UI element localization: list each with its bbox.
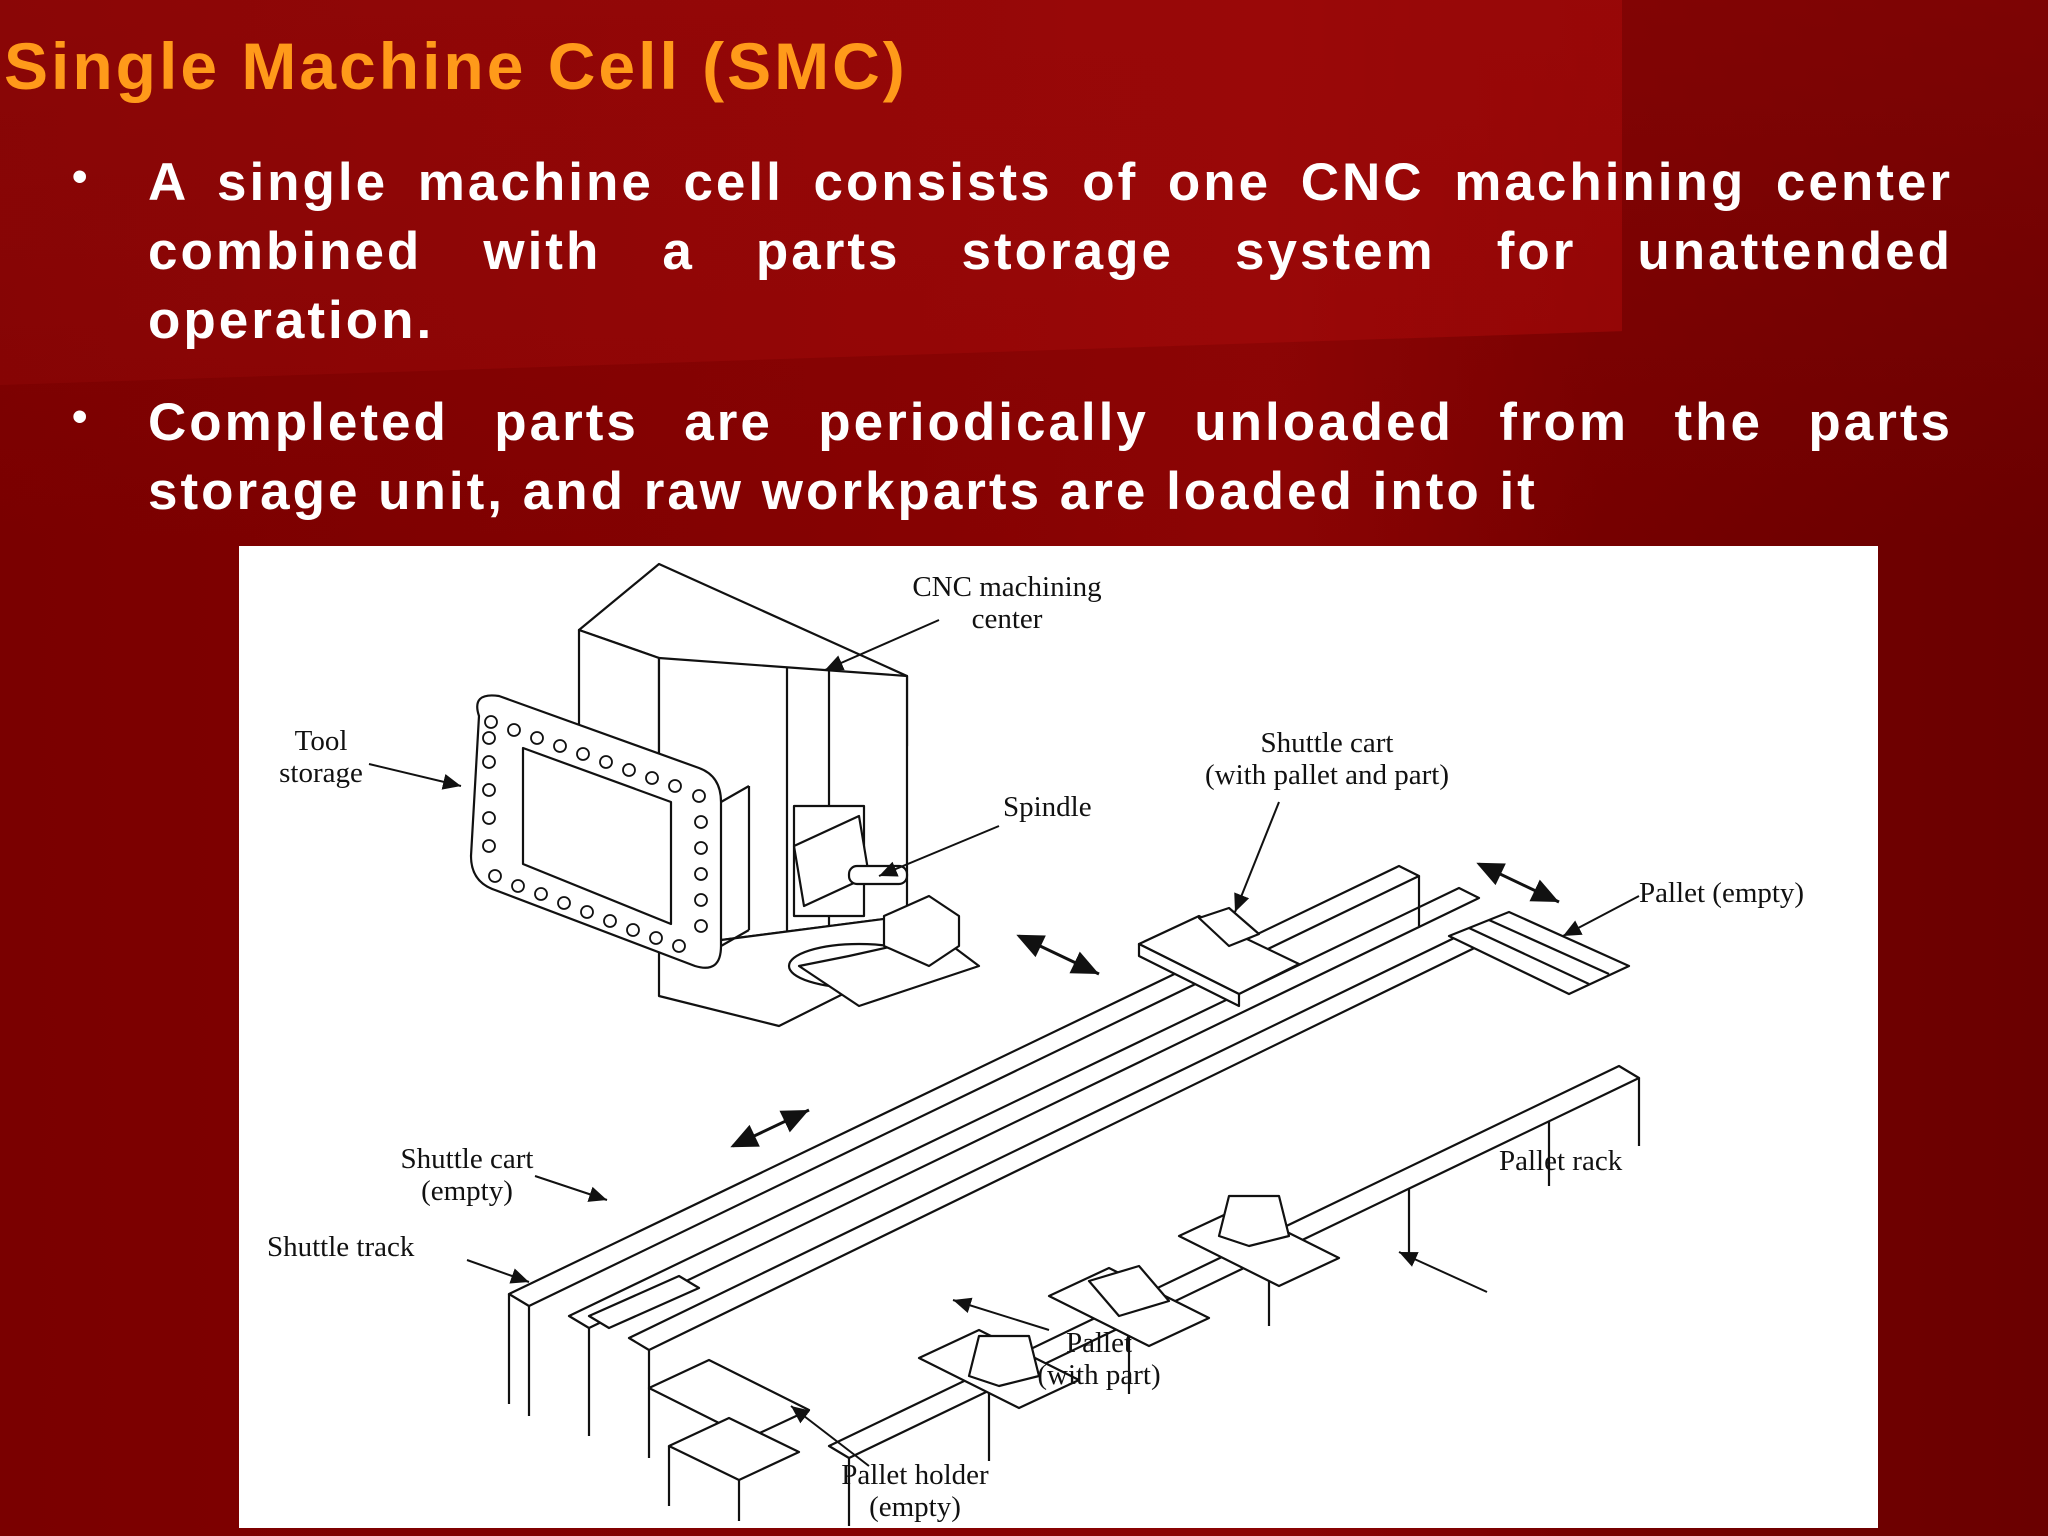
slide-header-panel: [0, 0, 1622, 385]
label-pallet-holder-line1: Pallet holder: [841, 1459, 989, 1491]
label-cnc-line1: CNC machining: [912, 571, 1101, 603]
label-tool-line2: storage: [279, 757, 363, 789]
label-tool-line1: Tool: [295, 725, 348, 757]
label-shuttle-loaded-line1: Shuttle cart: [1261, 727, 1394, 759]
label-shuttle-empty-line1: Shuttle cart: [401, 1143, 534, 1175]
label-cnc-line2: center: [972, 603, 1043, 635]
tool-storage: [469, 694, 751, 969]
smc-illustration: CNC machining center Tool storage Spindl…: [267, 562, 1804, 1526]
bullet-marker: •: [72, 152, 88, 201]
bullet-text: Completed parts are periodically unloade…: [148, 393, 1953, 521]
label-pallet-rack: Pallet rack: [1499, 1145, 1623, 1177]
smc-diagram: CNC machining center Tool storage Spindl…: [239, 546, 1878, 1528]
shuttle-cart-empty: [587, 1274, 811, 1440]
bullet-text: A single machine cell consists of one CN…: [148, 153, 1953, 350]
pallet-empty: [1447, 910, 1631, 996]
bullet-marker: •: [72, 392, 88, 441]
label-shuttle-loaded-line2: (with pallet and part): [1205, 759, 1449, 791]
shuttle-cart-loaded: [1137, 906, 1301, 1008]
tool-pockets: [482, 715, 708, 953]
label-shuttle-track: Shuttle track: [267, 1231, 415, 1263]
label-pallet-part-line2: (with part): [1037, 1359, 1160, 1391]
motion-arrows: [730, 862, 1560, 1148]
leader-lines: [368, 619, 1640, 1467]
slide-title: Single Machine Cell (SMC): [4, 29, 908, 103]
label-pallet-holder-line2: (empty): [869, 1491, 961, 1523]
pallet-with-part: [917, 1194, 1341, 1410]
spindle-assembly: [787, 814, 981, 1008]
label-pallet-empty: Pallet (empty): [1639, 877, 1804, 909]
label-pallet-part-line1: Pallet: [1066, 1327, 1132, 1359]
label-shuttle-empty-line2: (empty): [421, 1175, 513, 1207]
pallet-holder-empty: [667, 1416, 801, 1521]
label-spindle: Spindle: [1003, 791, 1092, 823]
